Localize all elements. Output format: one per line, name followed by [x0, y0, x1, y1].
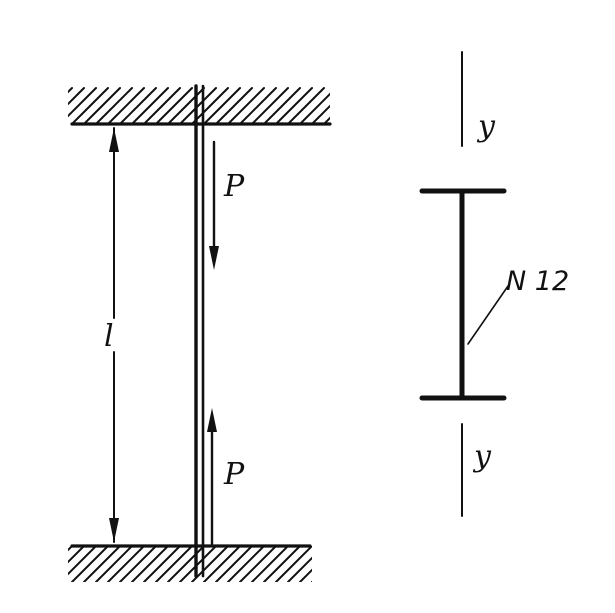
hatch-stroke: [203, 87, 241, 124]
hatch-stroke: [275, 546, 312, 582]
load-arrow-bottom: [207, 408, 217, 546]
hatch-stroke: [287, 556, 312, 582]
hatch-stroke: [227, 87, 265, 124]
length-label: l: [104, 319, 114, 354]
bottom-support: [68, 544, 372, 582]
hatch-stroke: [360, 88, 396, 124]
hatch-stroke: [71, 546, 109, 582]
hatch-stroke: [215, 546, 253, 582]
section-label-leader: [467, 285, 509, 345]
hatch-stroke: [167, 87, 205, 124]
hatch-stroke: [179, 546, 217, 582]
hatch-stroke: [348, 88, 384, 124]
hatch-stroke: [336, 546, 372, 582]
hatch-stroke: [68, 546, 73, 552]
load-arrow-bottom-head: [207, 408, 217, 432]
hatch-stroke: [191, 546, 229, 582]
hatch-stroke: [68, 87, 85, 106]
hatch-stroke: [68, 87, 73, 94]
axis-label-bottom: y: [472, 439, 492, 474]
load-label-top: P: [223, 169, 245, 204]
strut: [194, 84, 205, 578]
hatch-stroke: [143, 546, 181, 582]
hatch-stroke: [239, 87, 277, 124]
hatch-stroke: [167, 546, 205, 582]
hatch-stroke: [143, 87, 181, 124]
hatch-stroke: [311, 104, 330, 124]
top-support-hatching: [68, 87, 396, 124]
hatch-stroke: [215, 87, 253, 124]
i-beam-section: [419, 188, 507, 401]
hatch-stroke: [336, 88, 372, 124]
length-dimension-arrow-top: [109, 128, 119, 152]
hatch-stroke: [203, 546, 241, 582]
hatch-stroke: [131, 87, 169, 124]
bottom-support-hatching: [68, 546, 372, 582]
load-arrow-top: [209, 140, 219, 270]
hatch-stroke: [83, 546, 121, 582]
hatch-stroke: [251, 546, 289, 582]
hatch-stroke: [311, 580, 312, 582]
hatch-stroke: [131, 546, 169, 582]
axis-label-top: y: [476, 109, 496, 144]
hatch-stroke: [275, 87, 313, 124]
hatch-stroke: [107, 87, 145, 124]
hatch-stroke: [287, 87, 325, 124]
hatch-stroke: [299, 568, 312, 582]
hatch-stroke: [155, 546, 193, 582]
hatch-stroke: [324, 546, 360, 582]
hatch-stroke: [263, 87, 301, 124]
top-support: [68, 87, 396, 126]
hatch-stroke: [107, 546, 145, 582]
hatch-stroke: [227, 546, 265, 582]
hatch-stroke: [71, 87, 109, 124]
hatch-stroke: [95, 87, 133, 124]
hatch-stroke: [179, 87, 217, 124]
load-label-bottom: P: [223, 457, 245, 492]
load-arrow-top-head: [209, 246, 219, 270]
hatch-stroke: [119, 546, 157, 582]
hatch-stroke: [83, 87, 121, 124]
hatch-stroke: [239, 546, 277, 582]
hatch-stroke: [68, 546, 85, 564]
hatch-stroke: [68, 546, 97, 576]
hatch-stroke: [155, 87, 193, 124]
length-dimension-arrow-bottom: [109, 518, 119, 542]
hatch-stroke: [263, 546, 301, 582]
hatch-stroke: [95, 546, 133, 582]
hatch-stroke: [191, 87, 229, 124]
hatch-stroke: [119, 87, 157, 124]
section-label: N 12: [506, 266, 569, 297]
hatch-stroke: [299, 92, 330, 124]
hatch-stroke: [251, 87, 289, 124]
length-dimension: [109, 127, 119, 543]
hatch-stroke: [68, 87, 97, 118]
